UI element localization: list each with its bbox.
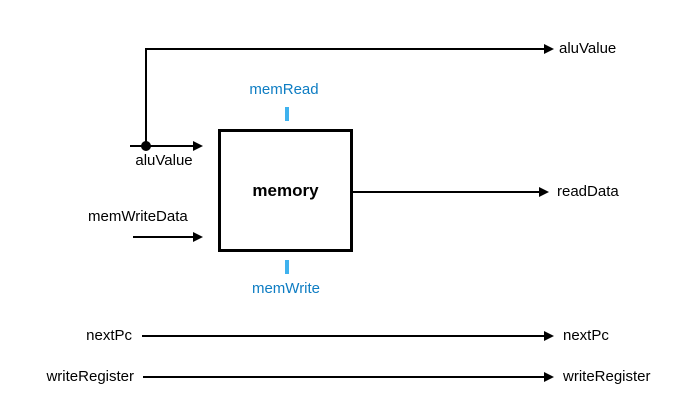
- aluvalue-input-arrowhead-icon: [193, 141, 203, 151]
- nextpc-left-label: nextPc: [86, 327, 132, 344]
- aluvalue-output-label: aluValue: [559, 40, 617, 57]
- nextpc-right-label: nextPc: [563, 327, 609, 344]
- readdata-output-arrowhead-icon: [539, 187, 549, 197]
- aluvalue-branch-vertical-wire: [145, 48, 147, 147]
- memory-block-label: memory: [252, 180, 319, 200]
- readdata-output-wire: [353, 191, 539, 193]
- aluvalue-input-wire: [130, 145, 193, 147]
- nextpc-arrowhead-icon: [544, 331, 554, 341]
- writeregister-arrowhead-icon: [544, 372, 554, 382]
- memwrite-signal-tick: [285, 260, 289, 274]
- aluvalue-branch-horizontal-wire: [145, 48, 544, 50]
- nextpc-wire: [142, 335, 544, 337]
- memwritedata-input-label: memWriteData: [88, 208, 188, 225]
- aluvalue-input-label: aluValue: [135, 152, 193, 169]
- memwritedata-input-wire: [133, 236, 193, 238]
- writeregister-wire: [143, 376, 544, 378]
- aluvalue-junction-dot: [141, 141, 151, 151]
- memory-block: memory: [218, 129, 353, 252]
- aluvalue-output-arrowhead-icon: [544, 44, 554, 54]
- memread-signal-label: memRead: [249, 81, 319, 98]
- memwritedata-input-arrowhead-icon: [193, 232, 203, 242]
- memread-signal-tick: [285, 107, 289, 121]
- writeregister-left-label: writeRegister: [46, 368, 134, 385]
- readdata-output-label: readData: [557, 183, 619, 200]
- writeregister-right-label: writeRegister: [563, 368, 651, 385]
- memwrite-signal-label: memWrite: [251, 280, 321, 297]
